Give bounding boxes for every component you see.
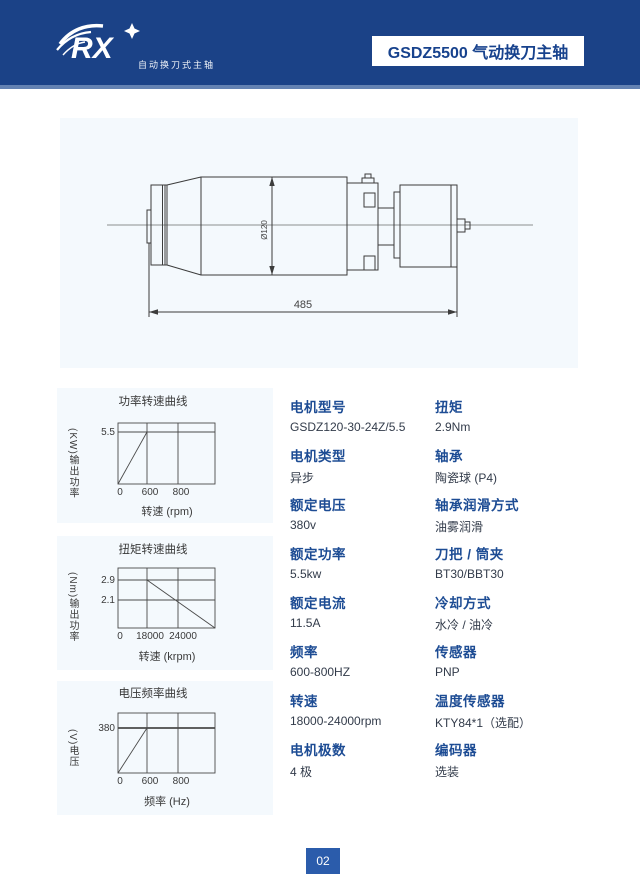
chart3-xtick-0: 0 [117,776,123,787]
spec-value: KTY84*1（选配） [435,716,532,730]
spec-label: 电机型号 [290,400,346,415]
spec-item-encoder: 编码器 选装 [435,739,608,788]
length-dimension-label: 485 [294,299,312,311]
logo-swoosh-icon: RX [56,23,140,65]
spec-label: 频率 [290,645,318,660]
chart2-y-axis-label: (Nm)输出功率 [67,572,78,643]
spec-item-motor-model: 电机型号 GSDZ120-30-24Z/5.5 [290,396,435,445]
spec-label: 额定电压 [290,498,346,513]
chart3-ytick: 380 [98,723,115,734]
drawing-panel: 485 Ø120 [60,118,578,368]
spec-item-frequency: 频率 600-800HZ [290,641,435,690]
chart1-xtick-0: 0 [117,487,123,498]
spec-label: 传感器 [435,645,477,660]
spec-item-rated-voltage: 额定电压 380v [290,494,435,543]
header-banner: RX 自动换刀式主轴 GSDZ5500 气动换刀主轴 [0,0,640,89]
page-number-badge: 02 [306,848,340,874]
logo-subtitle: 自动换刀式主轴 [138,60,216,70]
brand-logo: RX 自动换刀式主轴 [56,21,286,73]
spec-label: 额定功率 [290,547,346,562]
spec-label: 转速 [290,694,318,709]
chart3-plot: 电压频率曲线 380 0 600 800 频率 (Hz) [98,686,216,808]
spec-item-sensor: 传感器 PNP [435,641,608,690]
product-title: GSDZ5500 气动换刀主轴 [387,45,569,62]
spec-value: 380v [290,518,317,532]
page-number: 02 [316,854,330,868]
spec-item-motor-type: 电机类型 异步 [290,445,435,494]
spec-value: 5.5kw [290,567,322,581]
spec-item-speed: 转速 18000-24000rpm [290,690,435,739]
spec-value: 11.5A [290,616,321,630]
spec-value: 2.9Nm [435,420,471,434]
spec-item-rated-power: 额定功率 5.5kw [290,543,435,592]
spec-item-torque: 扭矩 2.9Nm [435,396,608,445]
spindle-drawing: 485 Ø120 [107,173,533,317]
logo-star-icon [124,23,140,39]
chart2-xtick-1: 18000 [136,631,164,642]
spec-label: 温度传感器 [435,694,505,709]
spec-value: 18000-24000rpm [290,714,382,728]
spec-label: 轴承润滑方式 [435,498,519,513]
spec-item-poles: 电机极数 4 极 [290,739,435,788]
chart3-title: 电压频率曲线 [119,686,188,700]
spec-label: 冷却方式 [435,596,491,611]
chart3-xtick-1: 600 [142,776,159,787]
spec-label: 额定电流 [290,596,346,611]
chart1-plot: 功率转速曲线 5.5 0 600 800 转速 (rpm) [101,394,216,518]
spec-label: 电机类型 [290,449,346,464]
spec-value: 异步 [290,471,315,485]
spec-value: GSDZ120-30-24Z/5.5 [290,420,406,434]
chart-torque-speed: (Nm)输出功率 扭矩转速曲线 2.9 2.1 0 18000 24000 转速… [57,536,273,670]
product-title-box: GSDZ5500 气动换刀主轴 [372,36,584,66]
chart1-y-axis-label: (KW)输出功率 [67,428,78,499]
chart3-y-axis-label: (V)电压 [67,729,78,768]
chart-power-speed: (KW)输出功率 功率转速曲线 5.5 0 600 800 转速 (rpm) [57,388,273,523]
spec-label: 电机极数 [290,743,346,758]
chart1-xtick-2: 800 [173,487,190,498]
chart2-title: 扭矩转速曲线 [119,542,188,556]
spec-value: PNP [435,665,460,679]
spec-value: 选装 [435,765,460,779]
spec-value: 4 极 [290,765,313,779]
spec-item-cooling: 冷却方式 水冷 / 油冷 [435,592,608,641]
chart2-ytick-0: 2.9 [101,575,115,586]
chart2-xtick-2: 24000 [169,631,197,642]
spec-value: BT30/BBT30 [435,567,504,581]
spec-item-bearing: 轴承 陶瓷球 (P4) [435,445,608,494]
spec-item-tool-holder: 刀把 / 筒夹 BT30/BBT30 [435,543,608,592]
spec-label: 编码器 [435,743,477,758]
chart2-xtick-0: 0 [117,631,123,642]
diameter-dimension-label: Ø120 [260,220,269,240]
chart3-xtick-2: 800 [173,776,190,787]
logo-text: RX [71,32,115,65]
spec-item-temp-sensor: 温度传感器 KTY84*1（选配） [435,690,608,739]
chart2-x-axis-label: 转速 (krpm) [139,649,196,663]
spec-item-lubrication: 轴承润滑方式 油雾润滑 [435,494,608,543]
spec-item-rated-current: 额定电流 11.5A [290,592,435,641]
chart1-x-axis-label: 转速 (rpm) [141,504,192,518]
spec-value: 陶瓷球 (P4) [435,471,498,485]
chart1-ytick: 5.5 [101,427,115,438]
spec-value: 水冷 / 油冷 [435,618,494,632]
spec-label: 轴承 [435,449,463,464]
chart-voltage-frequency: (V)电压 电压频率曲线 380 0 600 800 频率 (Hz) [57,681,273,815]
chart3-x-axis-label: 频率 (Hz) [144,794,190,808]
spec-value: 油雾润滑 [435,520,484,534]
spec-label: 刀把 / 筒夹 [435,547,504,562]
spec-label: 扭矩 [435,400,463,415]
chart1-title: 功率转速曲线 [119,394,188,408]
chart2-plot: 扭矩转速曲线 2.9 2.1 0 18000 24000 转速 (krpm) [101,542,216,663]
chart1-xtick-1: 600 [142,487,159,498]
spec-value: 600-800HZ [290,665,351,679]
spec-list: 电机型号 GSDZ120-30-24Z/5.5 电机类型 异步 额定电压 380… [290,396,608,788]
chart2-ytick-1: 2.1 [101,595,115,606]
